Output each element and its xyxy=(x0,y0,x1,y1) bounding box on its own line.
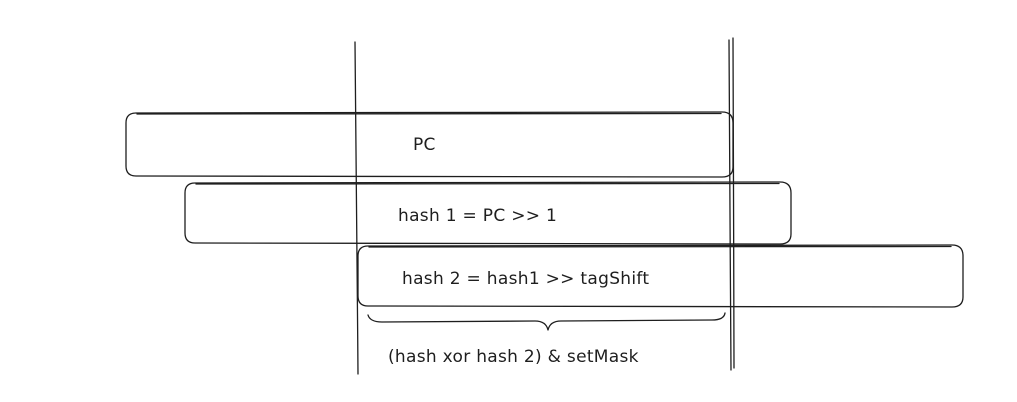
box-hash1[interactable]: hash 1 = PC >> 1 xyxy=(184,181,792,245)
box-pc[interactable]: PC xyxy=(125,111,734,178)
left-boundary-line xyxy=(354,41,359,375)
brace-label: (hash xor hash 2) & setMask xyxy=(388,347,639,367)
box-pc-label: PC xyxy=(413,135,436,155)
box-hash2[interactable]: hash 2 = hash1 >> tagShift xyxy=(357,244,964,308)
box-hash2-label: hash 2 = hash1 >> tagShift xyxy=(402,269,649,289)
right-boundary-line xyxy=(728,37,735,371)
box-hash1-label: hash 1 = PC >> 1 xyxy=(398,206,557,226)
overlap-brace xyxy=(367,312,726,331)
